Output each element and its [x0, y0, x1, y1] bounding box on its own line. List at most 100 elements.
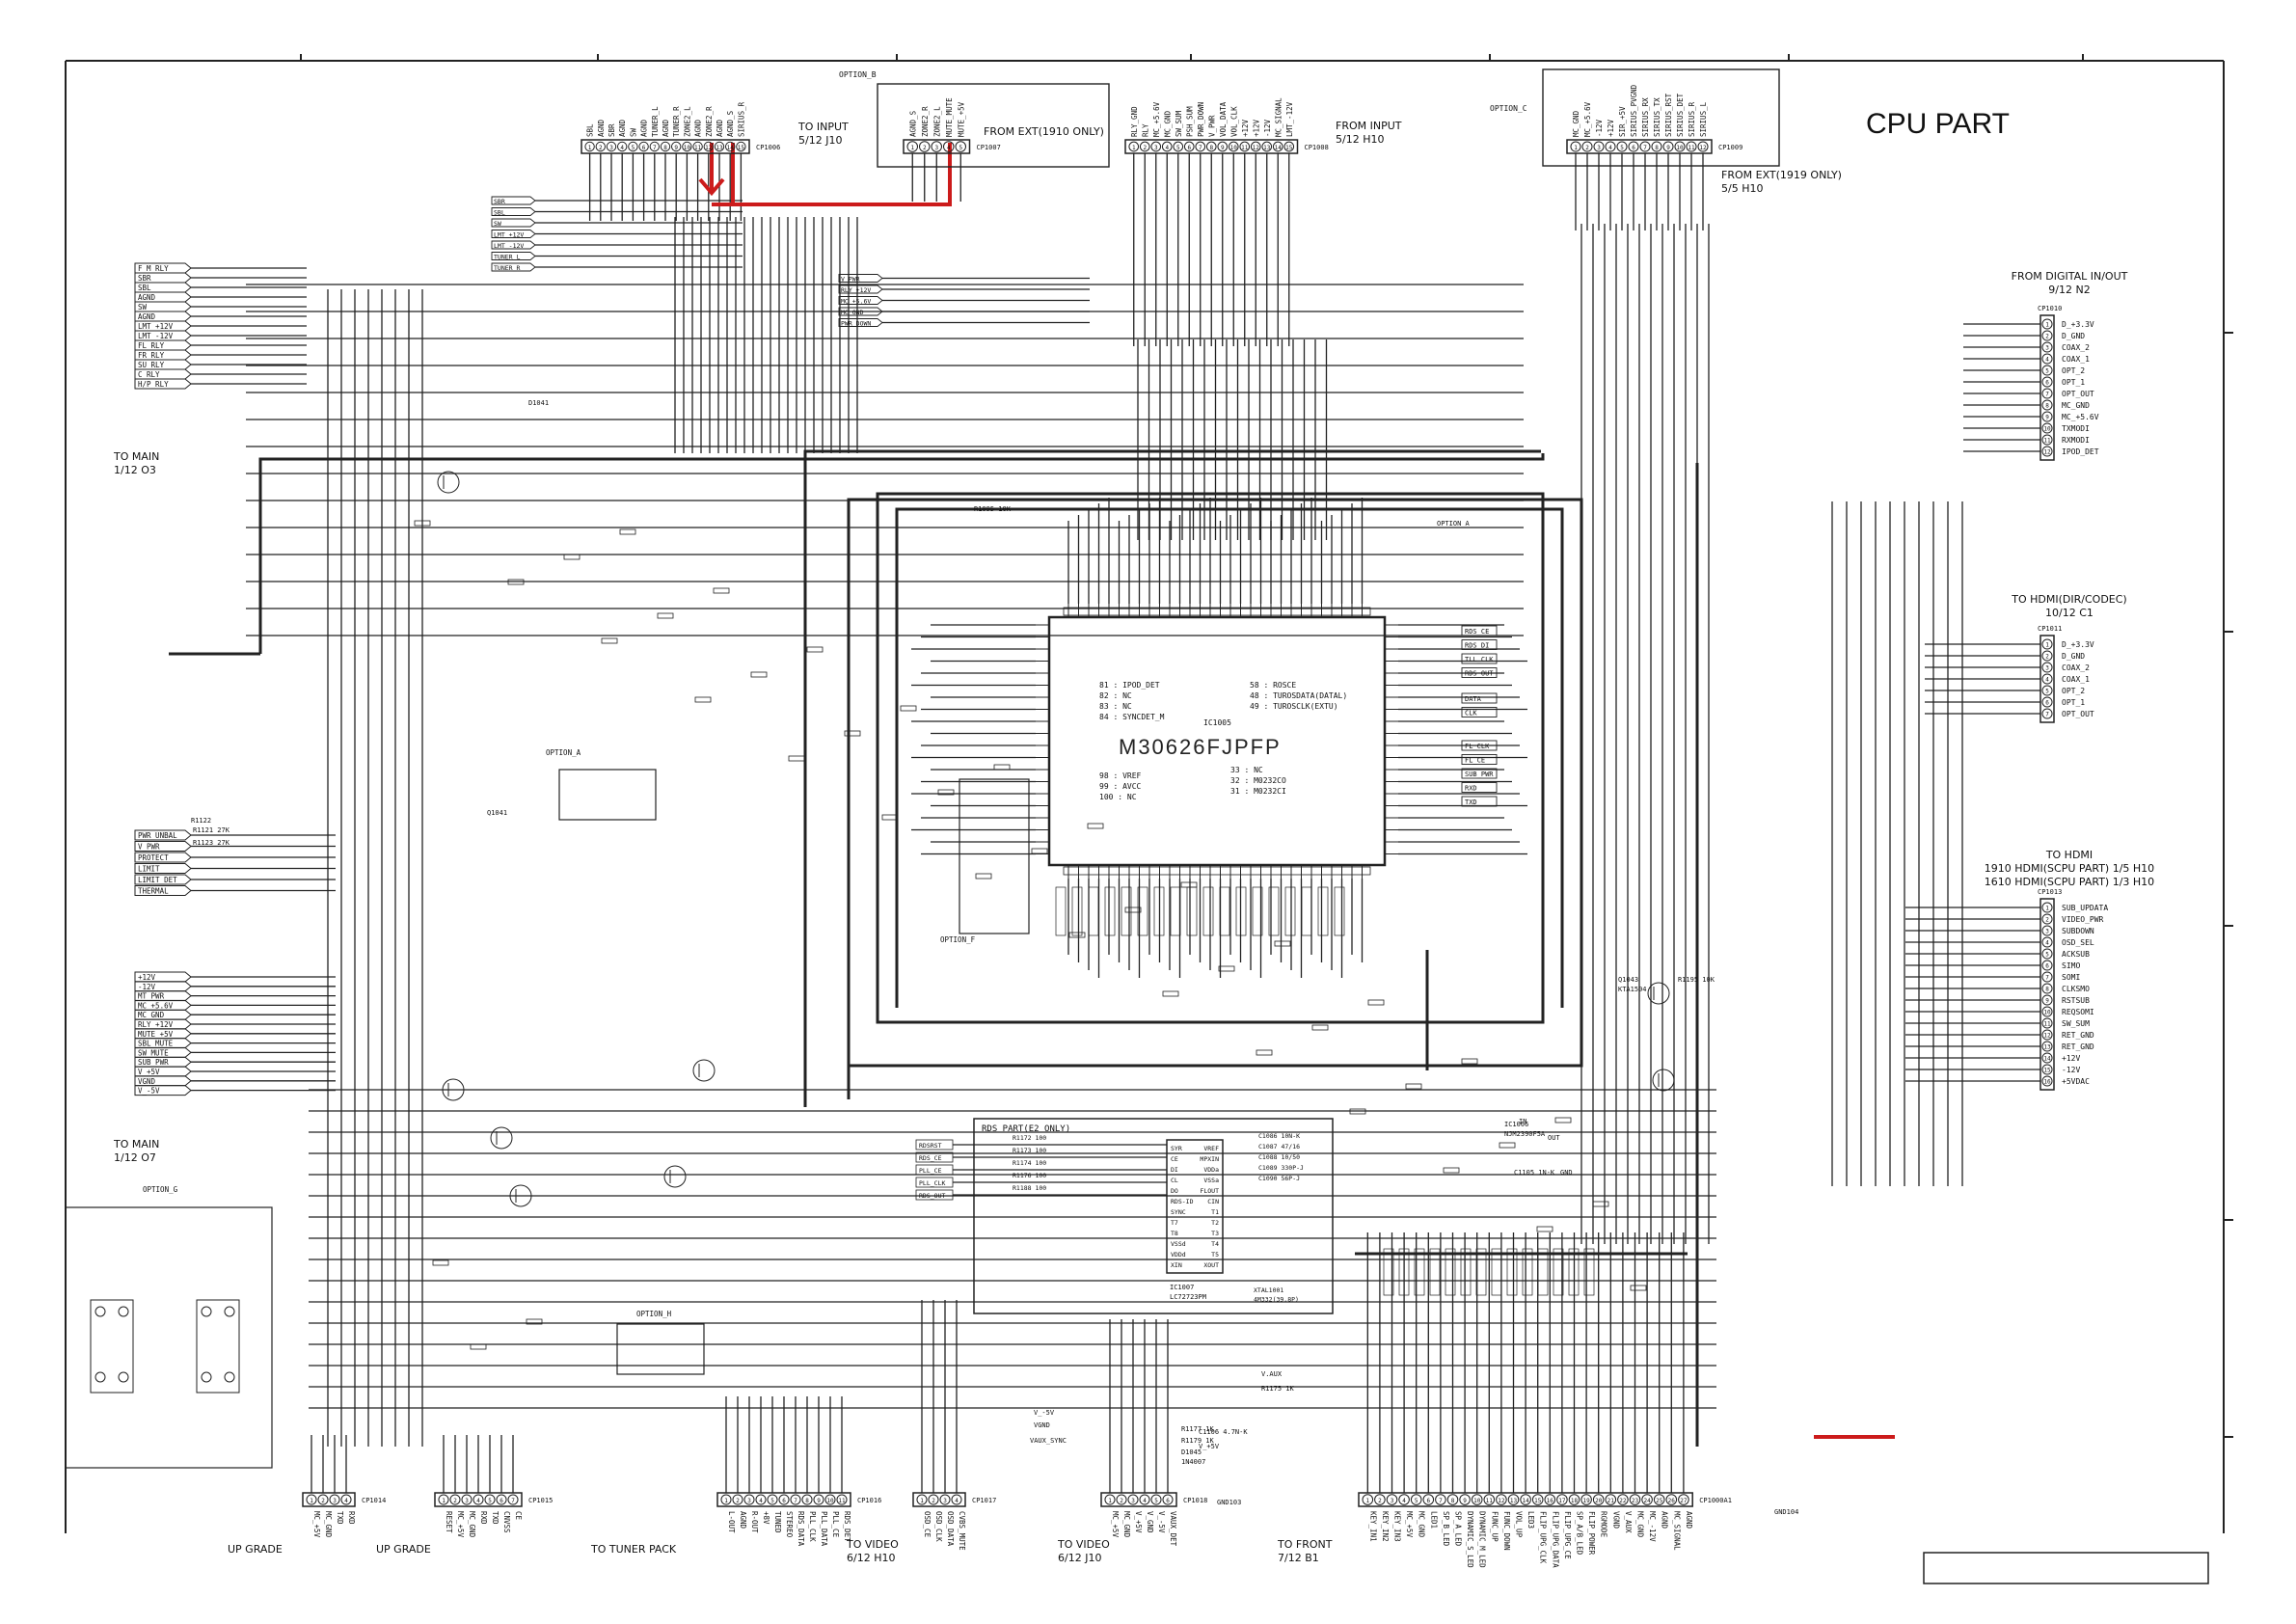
sheet-frame — [65, 54, 2233, 1533]
signal-flag — [1317, 886, 1329, 936]
ic-notes-mr: 33 : NC 32 : M0232CO 31 : M0232CI — [1230, 766, 1286, 796]
pin-number: 11 — [838, 1498, 846, 1504]
pin-number: 15 — [1534, 1498, 1542, 1504]
signal-flag — [134, 1046, 192, 1058]
wire-layer — [191, 153, 2040, 1493]
pin-number: 5 — [2045, 689, 2049, 695]
connector-dest: 1910 HDMI(SCPU PART) 1/5 H10 — [1985, 862, 2154, 875]
signal-flag — [1460, 1248, 1472, 1296]
signal-flag — [1301, 886, 1312, 936]
pin-name: H/P_RLY — [138, 380, 169, 389]
option-label: OPTION_A — [546, 748, 581, 757]
signal-flag — [1461, 754, 1498, 765]
signal-flag — [1461, 653, 1498, 664]
component-label: V.AUX — [1261, 1370, 1283, 1378]
signal-flag — [1055, 886, 1067, 936]
pin-name: SP_A_LED — [1454, 1511, 1463, 1547]
pin-name: MC_SIGNAL — [1672, 1511, 1681, 1551]
connector-body — [903, 139, 971, 154]
resistor-label: R1188 100 — [1013, 1184, 1046, 1192]
ic-pin-name: RDS-ID — [1171, 1198, 1194, 1205]
signal-flag — [134, 1038, 192, 1049]
pin-number: 19 — [1582, 1498, 1590, 1504]
connector-dest: 7/12 B1 — [1278, 1552, 1319, 1564]
pin-number: 1 — [2045, 906, 2049, 912]
connector-pin — [1161, 141, 1173, 152]
connector-body — [434, 1492, 523, 1507]
signal-tag: DATA — [1465, 695, 1482, 703]
pin-number: 1 — [442, 1498, 446, 1504]
pin-number: 8 — [1451, 1498, 1455, 1504]
connector-pin — [1239, 141, 1251, 152]
connector-body — [302, 1492, 356, 1507]
signal-flag — [491, 218, 536, 228]
pin-number: 9 — [2045, 998, 2049, 1005]
pin-number: 8 — [663, 145, 667, 151]
connector-dest: TO VIDEO — [846, 1538, 899, 1551]
pin-number: 1 — [724, 1498, 728, 1504]
connector-dest: UP GRADE — [376, 1543, 431, 1556]
pin-name: RXMODI — [2062, 436, 2090, 445]
connector-body — [1124, 139, 1299, 154]
pin-name: +8V — [762, 1511, 770, 1525]
connector-pin — [1104, 1494, 1116, 1505]
signal-flag — [134, 349, 192, 361]
resistor — [713, 587, 730, 594]
connector-pin — [720, 1494, 732, 1505]
pin-strip — [1063, 866, 1371, 876]
signal-flag — [1461, 639, 1498, 650]
signal-flag — [1071, 886, 1083, 936]
pin-name: MC_+5.6V — [138, 1001, 174, 1010]
resistor — [1349, 1108, 1366, 1115]
pin-name: AGND_S — [908, 110, 917, 137]
signal-flag — [1121, 886, 1132, 936]
pin-number: 2 — [923, 145, 927, 151]
connector-pin — [1471, 1494, 1483, 1505]
component-label: R1121 27K — [193, 826, 230, 834]
pin-name: V_PWR — [138, 843, 160, 852]
power-bus — [169, 449, 1699, 1447]
connector-ref: CP1008 — [1305, 144, 1329, 151]
signal-flag — [1445, 1248, 1456, 1296]
connector-pin — [714, 141, 725, 152]
pin-name: SBL_MUTE — [138, 1040, 174, 1048]
signal-flag — [134, 272, 192, 284]
pin-name: MC_+5V — [1111, 1511, 1120, 1538]
connector-ref: CP1016 — [857, 1497, 881, 1504]
pin-name: LMT_+12V — [138, 322, 174, 331]
signal-tag: TLL_CLK — [1465, 656, 1494, 663]
pin-number: 6 — [1632, 145, 1635, 151]
resistor — [975, 873, 992, 880]
connector-cp1009: 1MC_GND2MC_+5.6V3-12V4+12V5SIR_+5V6SIRIU… — [1566, 84, 1842, 195]
connector-pin — [1386, 1494, 1398, 1505]
signal-tag: MC_+5.6V — [841, 298, 871, 306]
pin-number: 12 — [2043, 1033, 2051, 1040]
pin-name: SIRIUS_R — [1688, 101, 1696, 137]
connector-dest: TO VIDEO — [1057, 1538, 1110, 1551]
connector-dest: 5/12 J10 — [798, 134, 842, 147]
connector-pin — [1398, 1494, 1410, 1505]
pin-number: 4 — [947, 145, 951, 151]
pin-number: 3 — [333, 1498, 337, 1504]
option-label: OPTION_F — [940, 935, 976, 944]
pin-number: 24 — [1643, 1498, 1651, 1504]
connector-pin — [1183, 141, 1195, 152]
pin-name: RLY_GND — [1130, 106, 1139, 137]
pin-name: SW — [629, 127, 637, 137]
connector-ref: CP1017 — [972, 1497, 996, 1504]
resistor — [1124, 907, 1142, 913]
signal-flag — [1461, 625, 1498, 636]
pin-name: D_+3.3V — [2062, 320, 2094, 329]
connector-pin — [2041, 925, 2053, 936]
signal-flag — [134, 262, 192, 274]
component-label: R1095 10K — [974, 505, 1012, 513]
pin-number: 3 — [465, 1498, 469, 1504]
main-ic: M30626FJPFP IC1005 81 : IPOD_DET 82 : NC… — [1036, 604, 1398, 879]
pin-name: RDS_DET — [843, 1511, 851, 1542]
ic-pin-name: DO — [1171, 1187, 1178, 1195]
pin-number: 4 — [1608, 145, 1612, 151]
pin-name: RGMODE — [1600, 1511, 1608, 1538]
signal-flag — [1506, 1248, 1518, 1296]
signal-flag — [1461, 707, 1498, 717]
option-f-frame — [959, 778, 1030, 934]
